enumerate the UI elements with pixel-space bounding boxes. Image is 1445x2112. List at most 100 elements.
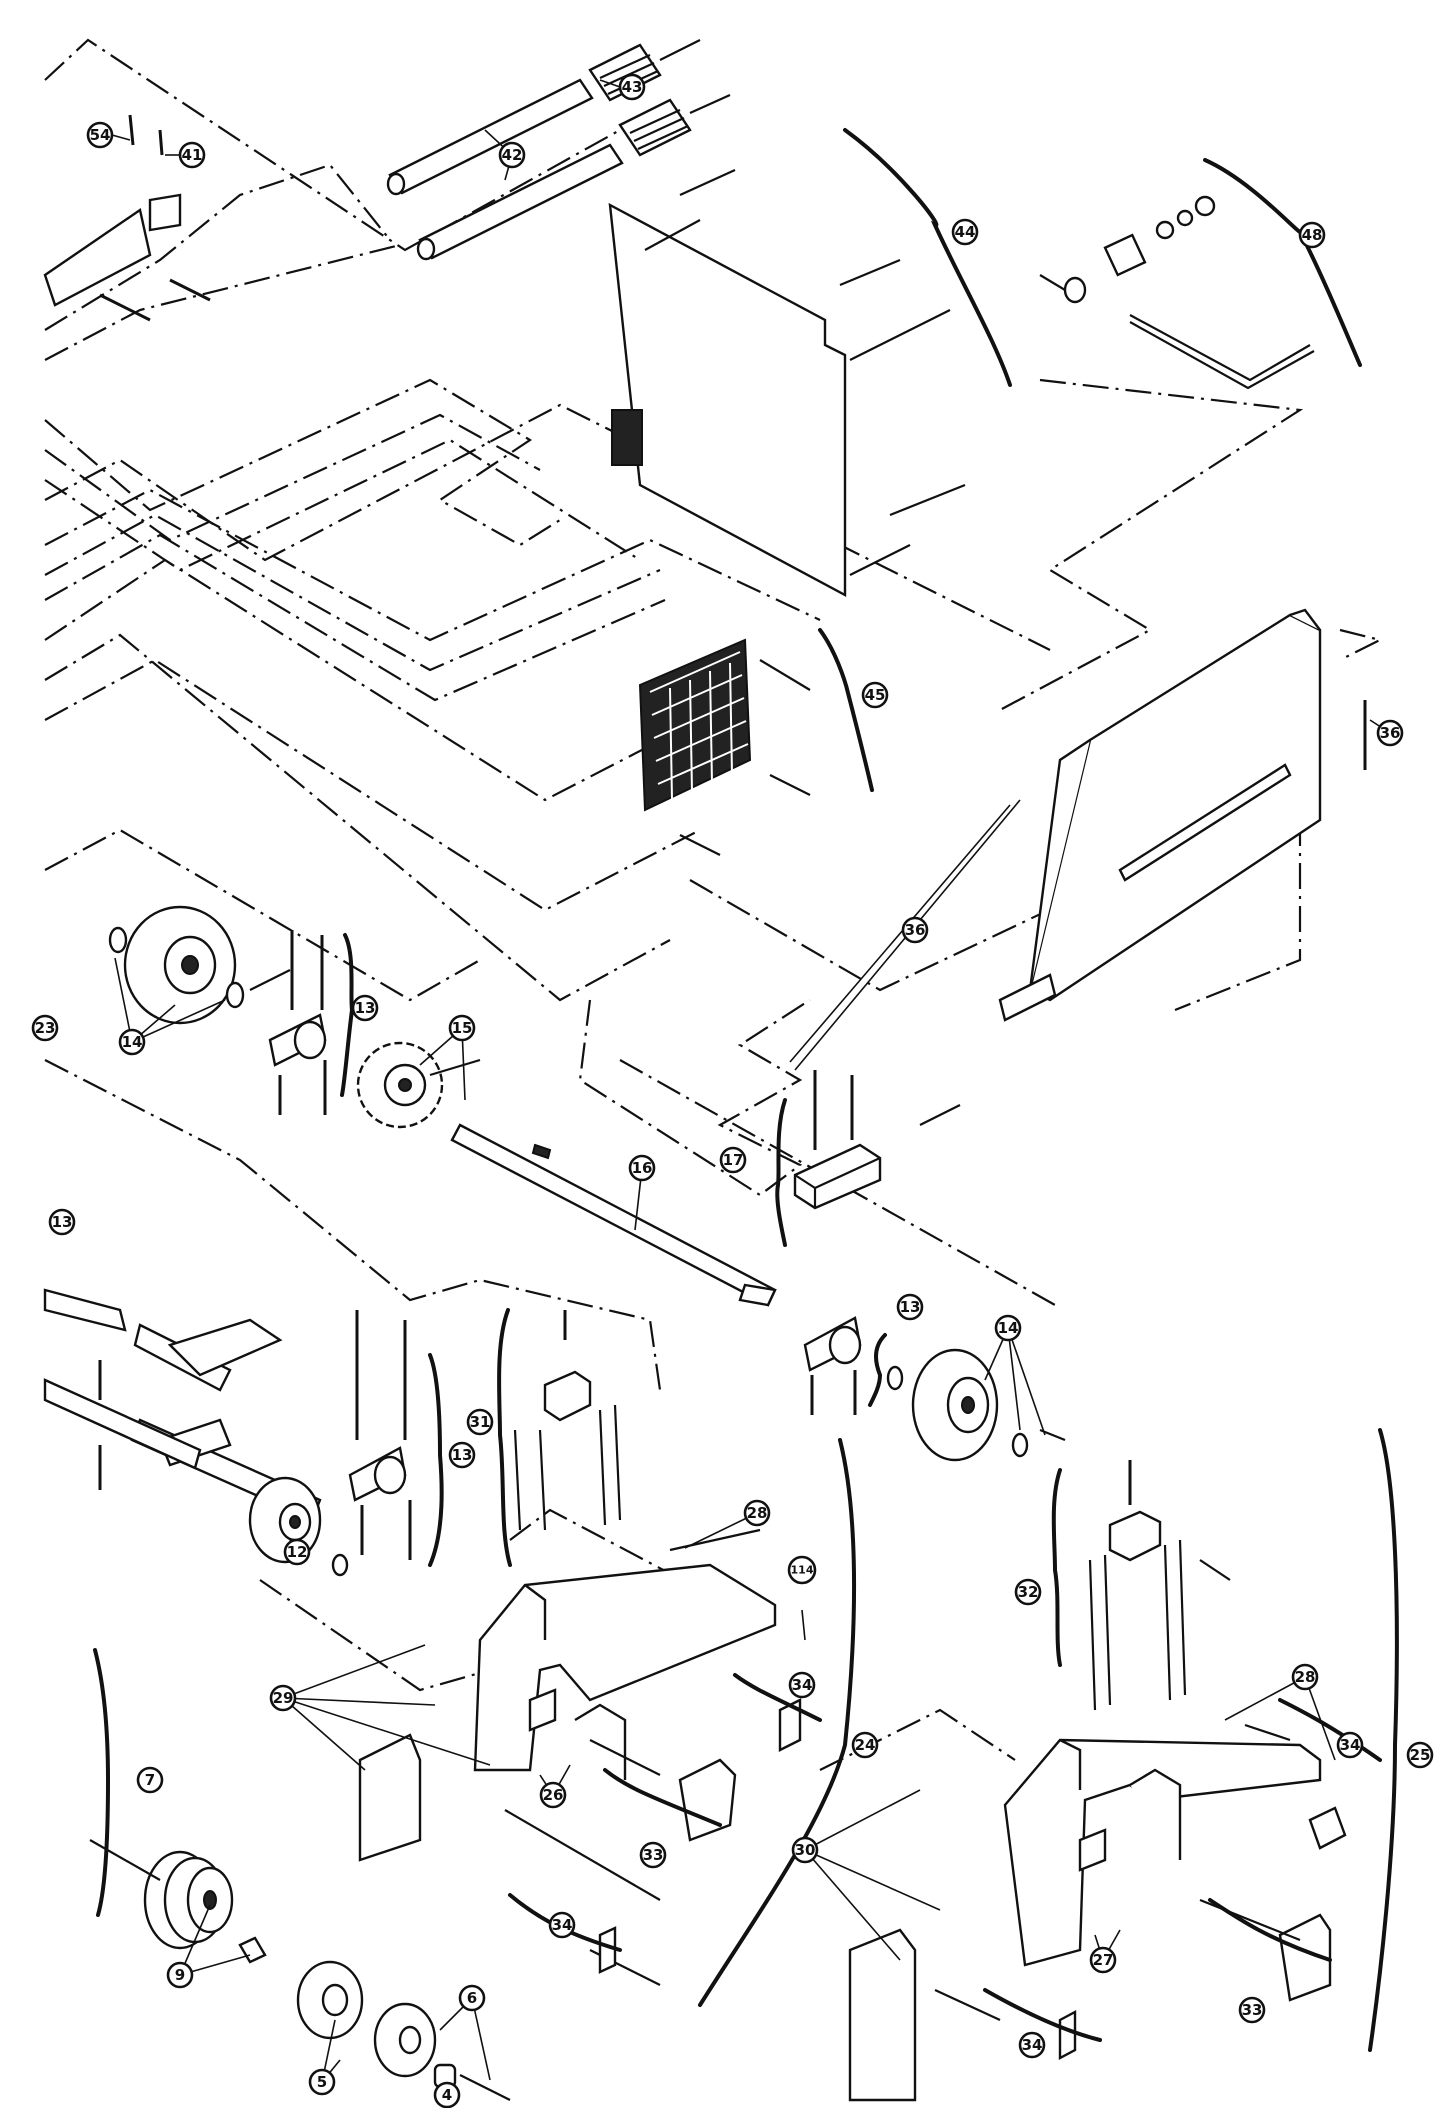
callout-42: 42 [498, 141, 526, 169]
svg-text:23: 23 [35, 1019, 56, 1037]
svg-text:34: 34 [792, 1676, 813, 1694]
callout-13-lower: 13 [448, 1441, 476, 1469]
svg-text:41: 41 [182, 146, 203, 164]
callout-24: 24 [851, 1731, 879, 1759]
callout-41: 41 [178, 141, 206, 169]
svg-text:32: 32 [1018, 1583, 1039, 1601]
callout-29: 29 [269, 1684, 297, 1712]
bearing-block-c [348, 1310, 412, 1560]
callout-12: 12 [283, 1538, 311, 1566]
svg-text:7: 7 [145, 1771, 155, 1789]
svg-text:34: 34 [1340, 1736, 1361, 1754]
callout-23: 23 [31, 1014, 59, 1042]
svg-text:13: 13 [452, 1446, 473, 1464]
callout-9: 9 [166, 1961, 194, 1989]
grip-lower [618, 98, 692, 157]
svg-text:42: 42 [502, 146, 523, 164]
callout-31: 31 [466, 1408, 494, 1436]
rear-panel [608, 168, 966, 598]
bearing-block-b [803, 1316, 862, 1415]
callout-114: 114 [787, 1555, 817, 1585]
callout-15: 15 [448, 1014, 476, 1042]
svg-text:24: 24 [855, 1736, 876, 1754]
svg-text:26: 26 [543, 1786, 564, 1804]
callout-36-upper: 36 [1376, 719, 1404, 747]
svg-text:34: 34 [1022, 2036, 1043, 2054]
svg-text:6: 6 [467, 1989, 477, 2007]
svg-text:9: 9 [175, 1966, 185, 1984]
svg-text:33: 33 [643, 1846, 664, 1864]
svg-text:48: 48 [1302, 226, 1323, 244]
svg-text:5: 5 [317, 2073, 327, 2091]
callout-36-lower: 36 [901, 916, 929, 944]
svg-text:4: 4 [442, 2086, 452, 2104]
svg-text:34: 34 [552, 1916, 573, 1934]
support-arm-right [848, 1460, 1347, 2102]
hood-cover [789, 608, 1367, 1071]
callout-34-upper-left: 34 [788, 1671, 816, 1699]
svg-text:30: 30 [795, 1841, 816, 1859]
svg-text:28: 28 [747, 1504, 768, 1522]
bearing-block-a [268, 930, 327, 1115]
callout-54: 54 [86, 121, 114, 149]
handle-bar-assembly [386, 39, 731, 261]
svg-text:14: 14 [122, 1033, 143, 1051]
support-arm-left [358, 1310, 802, 1986]
callout-13-left: 13 [48, 1208, 76, 1236]
spacer-block [793, 1070, 961, 1210]
svg-text:15: 15 [452, 1019, 473, 1037]
callout-25: 25 [1406, 1741, 1434, 1769]
handle-mount-bracket [43, 114, 211, 322]
callout-28-left: 28 [743, 1499, 771, 1527]
rod-assembly [1039, 195, 1315, 390]
wheel-upper-left [108, 905, 291, 1025]
callout-34-lower-left: 34 [548, 1911, 576, 1939]
callout-4: 4 [433, 2081, 461, 2109]
svg-text:17: 17 [723, 1151, 744, 1169]
svg-text:25: 25 [1410, 1746, 1431, 1764]
svg-text:36: 36 [905, 921, 926, 939]
pulley-assembly [89, 1839, 511, 2101]
svg-text:27: 27 [1093, 1951, 1114, 1969]
svg-text:54: 54 [90, 126, 111, 144]
callout-44: 44 [951, 218, 979, 246]
callout-34-upper-right: 34 [1336, 1731, 1364, 1759]
callout-30: 30 [791, 1836, 819, 1864]
axle-shaft [450, 1123, 777, 1307]
callout-16: 16 [628, 1154, 656, 1182]
svg-text:13: 13 [52, 1213, 73, 1231]
callout-33-upper: 33 [639, 1841, 667, 1869]
callout-17: 17 [719, 1146, 747, 1174]
svg-text:16: 16 [632, 1159, 653, 1177]
callout-27: 27 [1089, 1946, 1117, 1974]
svg-text:13: 13 [900, 1298, 921, 1316]
svg-text:29: 29 [273, 1689, 294, 1707]
svg-text:45: 45 [865, 686, 886, 704]
svg-text:36: 36 [1380, 724, 1401, 742]
wheel-right [886, 1348, 1066, 1462]
svg-text:28: 28 [1295, 1668, 1316, 1686]
callout-33-lower: 33 [1238, 1996, 1266, 2024]
callout-5: 5 [308, 2068, 336, 2096]
callout-34-lower-right: 34 [1018, 2031, 1046, 2059]
callout-28-right: 28 [1291, 1663, 1319, 1691]
svg-text:14: 14 [998, 1319, 1019, 1337]
callout-6: 6 [458, 1984, 486, 2012]
callout-13-upper: 13 [351, 994, 379, 1022]
callout-26: 26 [539, 1781, 567, 1809]
grille [638, 638, 811, 856]
callout-32: 32 [1014, 1578, 1042, 1606]
callout-7: 7 [136, 1766, 164, 1794]
svg-text:13: 13 [355, 999, 376, 1017]
svg-text:44: 44 [955, 223, 976, 241]
lower-left-frame [43, 1288, 349, 1577]
svg-text:114: 114 [791, 1564, 814, 1577]
callout-14-right: 14 [994, 1314, 1022, 1342]
sprocket [356, 1041, 481, 1129]
svg-text:43: 43 [622, 78, 643, 96]
callout-48: 48 [1298, 221, 1326, 249]
callout-14-left: 14 [118, 1028, 146, 1056]
callout-43: 43 [618, 73, 646, 101]
svg-text:31: 31 [470, 1413, 491, 1431]
